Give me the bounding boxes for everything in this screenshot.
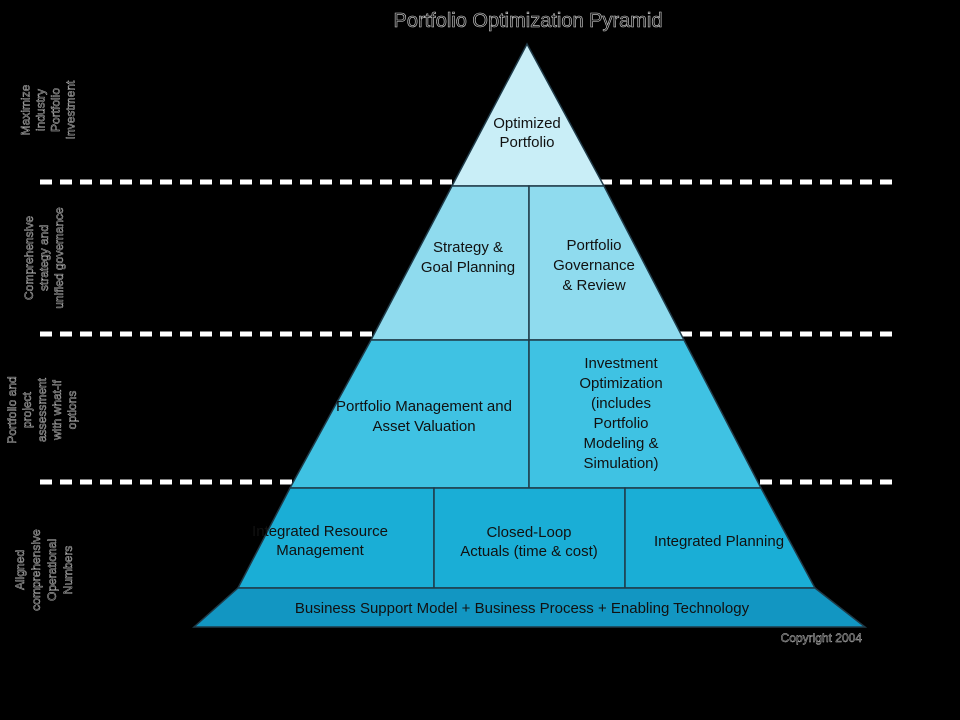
text-line: Simulation) bbox=[583, 455, 658, 472]
text-line: Asset Valuation bbox=[372, 418, 475, 435]
text-line: with what-if bbox=[50, 379, 64, 441]
text-line: Governance bbox=[553, 257, 635, 274]
text-line: Numbers bbox=[61, 546, 75, 595]
text-line: Optimization bbox=[579, 375, 662, 392]
text-line: Portfolio bbox=[499, 134, 554, 151]
text-line: Portfolio bbox=[49, 88, 63, 132]
base-label: Business Support Model + Business Proces… bbox=[295, 600, 750, 617]
text-line: Integrated Planning bbox=[654, 533, 784, 550]
text-line: Goal Planning bbox=[421, 259, 515, 276]
text-line: Comprehensive bbox=[22, 216, 36, 300]
text-line: options bbox=[65, 391, 79, 430]
text-line: Operational bbox=[45, 539, 59, 601]
text-line: Portfolio bbox=[566, 237, 621, 254]
text-line: Portfolio and bbox=[5, 376, 19, 443]
text-line: Portfolio bbox=[593, 415, 648, 432]
text-line: Maximize bbox=[19, 84, 33, 135]
text-line: Aligned bbox=[13, 550, 27, 590]
text-line: Actuals (time & cost) bbox=[460, 543, 598, 560]
text-line: Strategy & bbox=[433, 239, 503, 256]
side-label-maximize: MaximizeindustryPortfolioInvestment bbox=[19, 80, 78, 139]
text-line: Investment bbox=[584, 355, 658, 372]
text-line: Portfolio Management and bbox=[336, 398, 512, 415]
integrated-planning-label: Integrated Planning bbox=[654, 533, 784, 550]
text-line: Business Support Model + Business Proces… bbox=[295, 600, 750, 617]
text-line: Integrated Resource bbox=[252, 523, 388, 540]
text-line: strategy and bbox=[37, 225, 51, 291]
text-line: Closed-Loop bbox=[486, 524, 571, 541]
side-label-assessment: Portfolio andprojectassessmentwith what-… bbox=[5, 376, 79, 443]
text-line: Optimized bbox=[493, 115, 561, 132]
copyright-notice: Copyright 2004 bbox=[781, 631, 863, 645]
strategy-goal-planning-label: Strategy & Goal Planning bbox=[421, 239, 515, 276]
text-line: comprehensive bbox=[29, 529, 43, 611]
pyramid-base bbox=[192, 587, 868, 628]
text-line: & Review bbox=[562, 277, 626, 294]
text-line: project bbox=[20, 391, 34, 428]
text-line: assessment bbox=[35, 377, 49, 442]
text-line: industry bbox=[34, 89, 48, 131]
text-line: Modeling & bbox=[583, 435, 658, 452]
text-line: Management bbox=[276, 542, 364, 559]
text-line: (includes bbox=[591, 395, 651, 412]
text-line: Investment bbox=[64, 80, 78, 139]
text-line: unified governance bbox=[52, 207, 66, 309]
diagram-title: Portfolio Optimization Pyramid bbox=[394, 10, 663, 32]
side-label-strategy-governance: Comprehensivestrategy andunified governa… bbox=[22, 207, 66, 309]
